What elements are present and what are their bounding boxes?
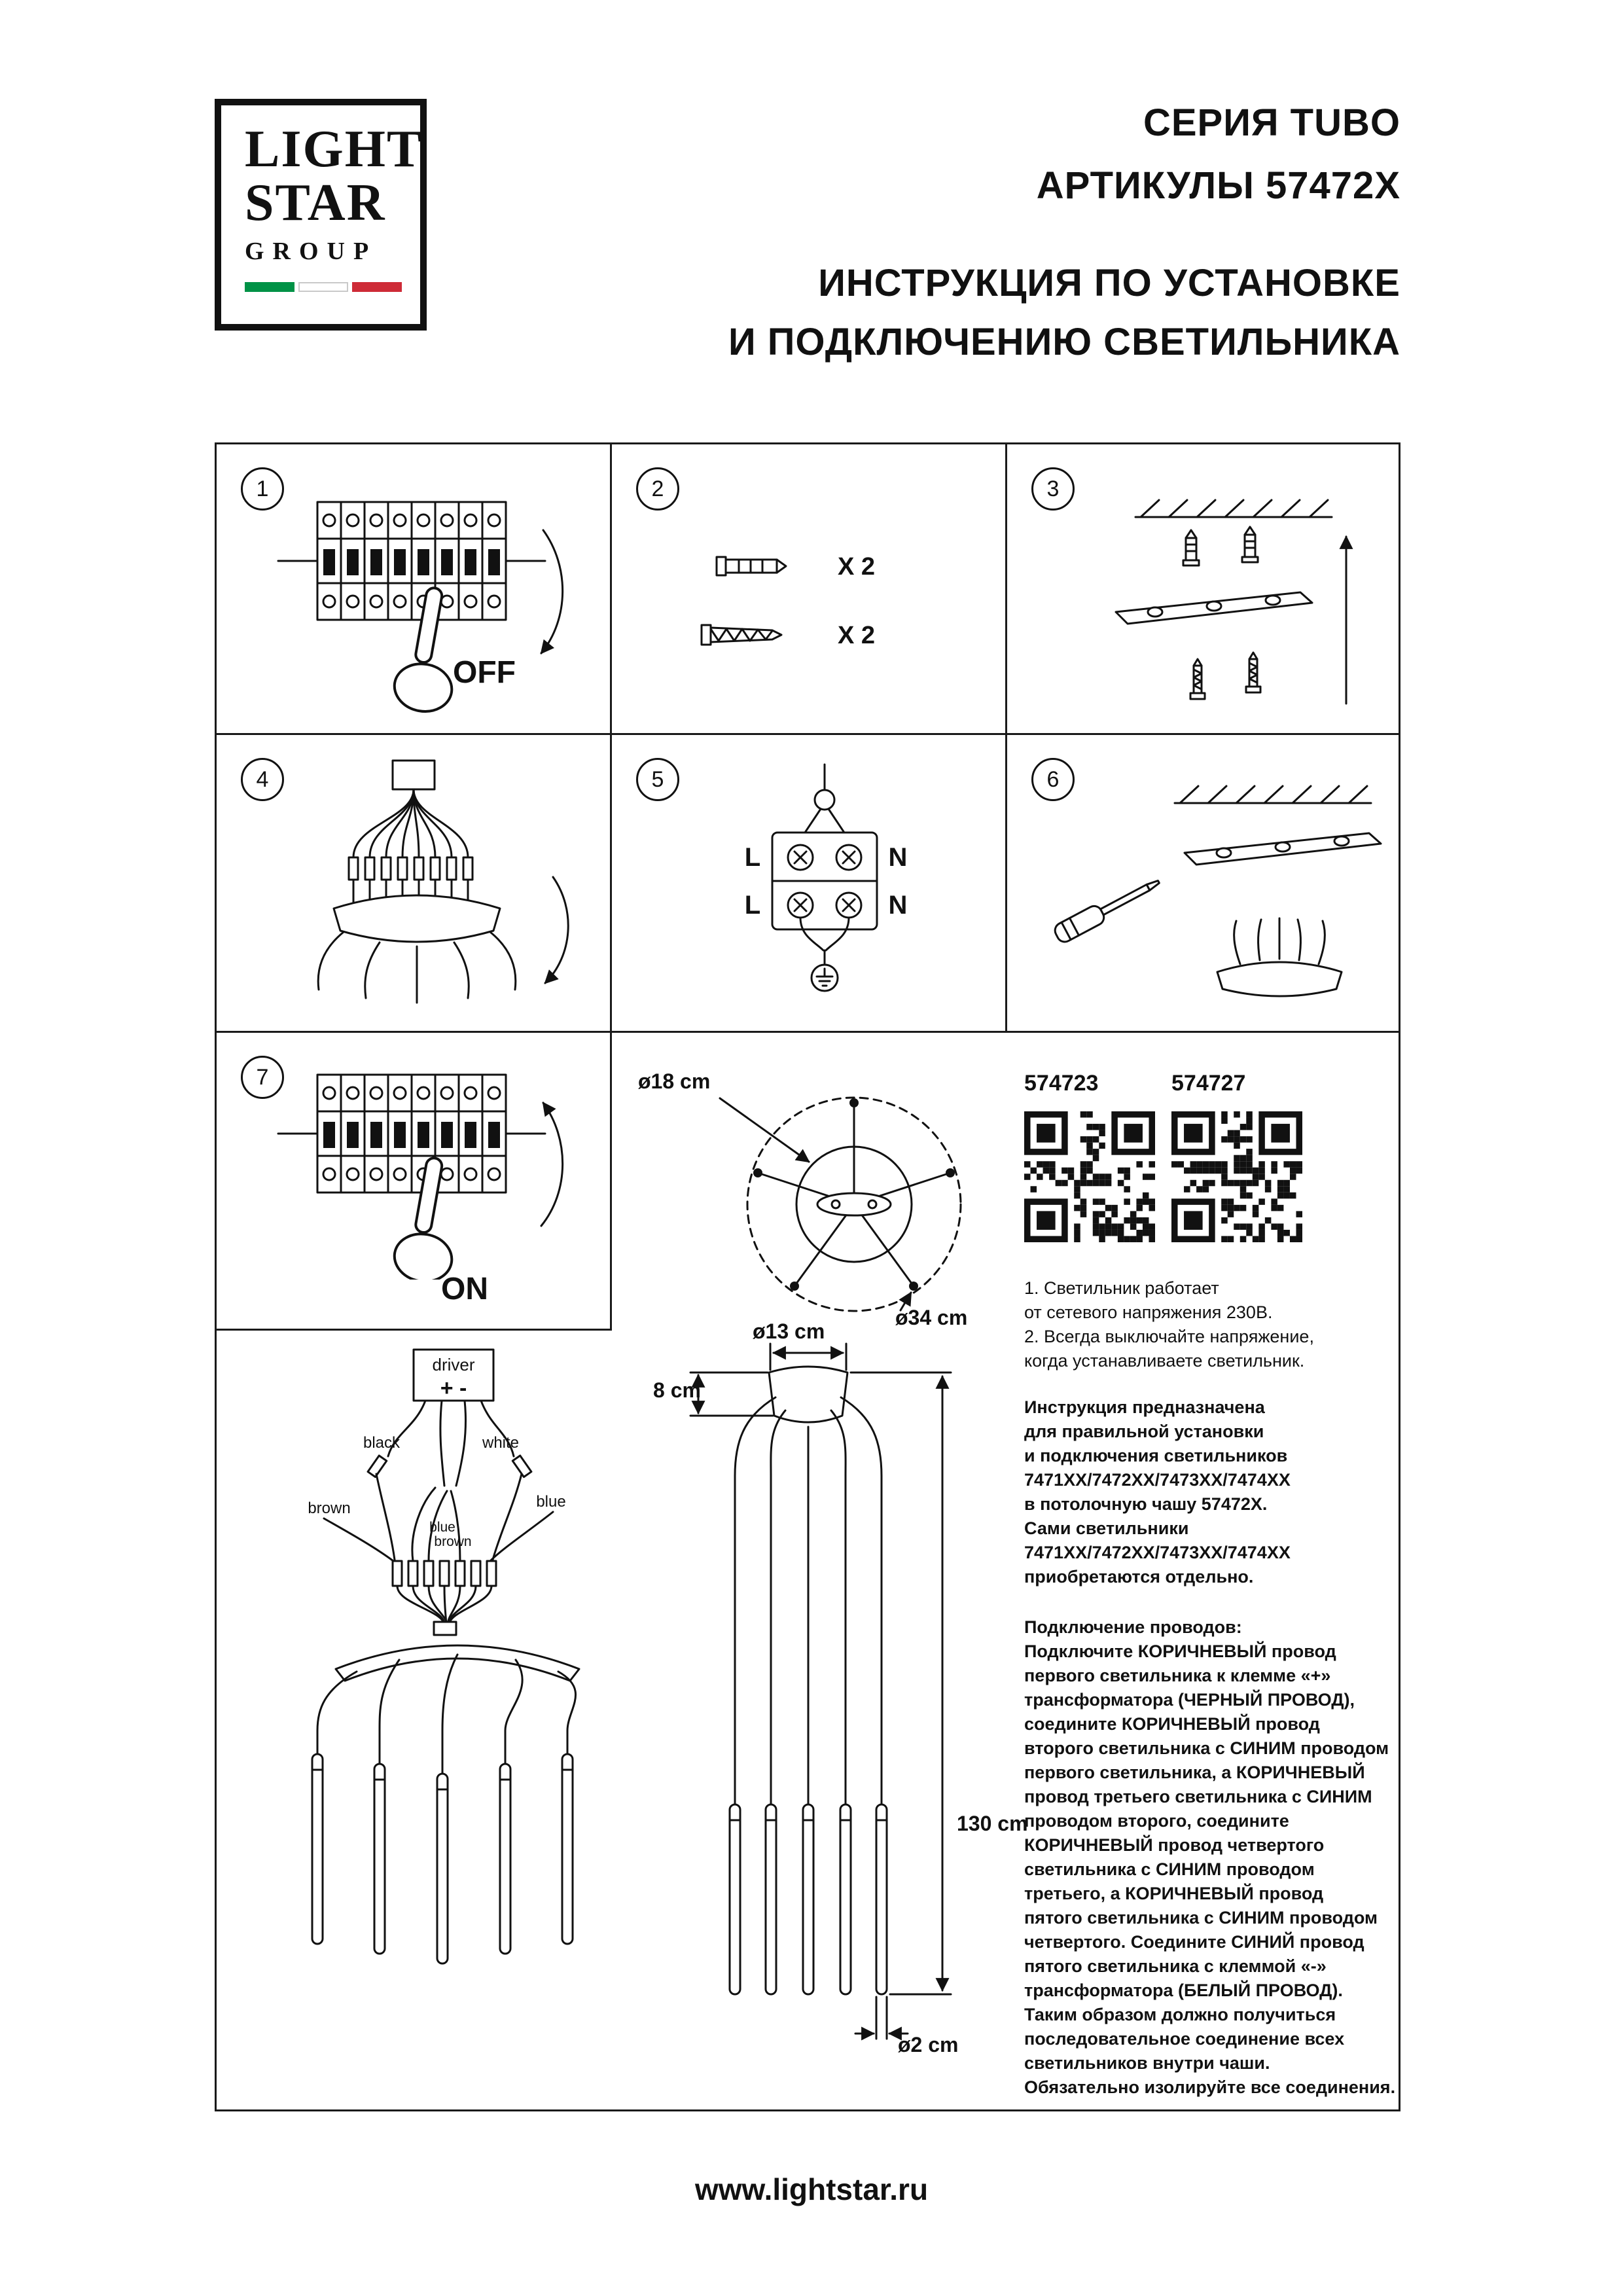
- terminal-l-top-label: L: [745, 843, 760, 872]
- brown-wire-label: brown: [308, 1499, 350, 1517]
- terminal-n-top-label: N: [889, 843, 908, 872]
- instruction-intro-text: Инструкция предназначена для правильной …: [1024, 1397, 1291, 1587]
- instruction-title-line2: И ПОДКЛЮЧЕНИЮ СВЕТИЛЬНИКА: [728, 321, 1400, 363]
- series-title: СЕРИЯ TUBO: [1143, 101, 1400, 144]
- instruction-title-line1: ИНСТРУКЦИЯ ПО УСТАНОВКЕ: [818, 262, 1400, 304]
- logo-word-group: GROUP: [245, 238, 378, 265]
- bracket-screwdriver-illustration: [1054, 785, 1382, 997]
- blue-wire-small-label: blue: [429, 1520, 455, 1535]
- circuit-breaker-off-illustration: [277, 501, 564, 713]
- wiring-diagram: driver + - b: [308, 1348, 580, 1965]
- fixings-illustration: X 2 X 2: [700, 553, 875, 649]
- step-4-number: 4: [241, 758, 284, 801]
- article-code-574723: 574723: [1024, 1071, 1099, 1096]
- screw-qty-label: X 2: [838, 622, 875, 649]
- dim-cup-diameter: ø13 cm: [753, 1319, 825, 1343]
- instruction-grid-frame: [215, 442, 1400, 2111]
- step-6-number: 6: [1031, 758, 1075, 801]
- website-url: www.lightstar.ru: [694, 2172, 929, 2206]
- terminal-n-bottom-label: N: [889, 891, 908, 920]
- wires-connection-illustration: [317, 759, 569, 1004]
- pendant-front-view-diagram: [689, 1342, 952, 2041]
- dim-cup-height: 8 cm: [653, 1378, 701, 1402]
- step-3-number: 3: [1031, 467, 1075, 511]
- logo-word-light: LIGHT: [245, 120, 423, 178]
- lightstar-logo: LIGHT STAR GROUP: [215, 99, 427, 331]
- dim-tube-diameter: ø2 cm: [898, 2033, 959, 2056]
- instruction-title: ИНСТРУКЦИЯ ПО УСТАНОВКЕ И ПОДКЛЮЧЕНИЮ СВ…: [720, 254, 1400, 372]
- articles-title: АРТИКУЛЫ 57472X: [1036, 164, 1400, 207]
- screwdriver-icon: [1054, 880, 1160, 943]
- black-wire-label: black: [363, 1434, 401, 1452]
- step-1-number: 1: [241, 467, 284, 511]
- header-series-block: СЕРИЯ TUBO АРТИКУЛЫ 57472X: [785, 92, 1400, 217]
- italian-flag-icon: [245, 282, 420, 292]
- ceiling-mount-illustration: [1115, 499, 1353, 705]
- circuit-breaker-on-illustration: [277, 1073, 564, 1280]
- article-code-574727: 574727: [1171, 1071, 1246, 1096]
- dim-spread-diameter: ø34 cm: [895, 1306, 968, 1329]
- power-notes-text: 1. Светильник работает от сетевого напря…: [1024, 1278, 1314, 1371]
- dowel-qty-label: X 2: [838, 553, 875, 581]
- grid-line-v2: [1005, 442, 1007, 1033]
- off-label: OFF: [453, 655, 516, 690]
- grid-line-h2: [215, 1031, 1400, 1033]
- brown-wire-small-label: brown: [434, 1534, 471, 1549]
- grid-line-v1: [610, 442, 612, 1331]
- screw-icon: [700, 624, 783, 646]
- logo-word-star: STAR: [245, 174, 386, 232]
- grid-line-h3: [215, 1329, 612, 1331]
- driver-polarity-label: + -: [440, 1376, 467, 1401]
- dim-drop-height: 130 cm: [957, 1812, 1028, 1835]
- step-5-number: 5: [636, 758, 679, 801]
- grid-line-h1: [215, 733, 1400, 735]
- on-label: ON: [441, 1272, 488, 1306]
- driver-label: driver: [432, 1355, 474, 1374]
- terminal-l-bottom-label: L: [745, 891, 760, 920]
- wiring-instruction-text: Подключение проводов: Подключите КОРИЧНЕ…: [1024, 1617, 1396, 2097]
- qr-code-574727: [1171, 1111, 1302, 1242]
- blue-wire-label: blue: [536, 1493, 565, 1511]
- terminal-block-illustration: L N L N: [745, 763, 908, 992]
- dim-canopy-diameter: ø18 cm: [638, 1069, 711, 1093]
- step-2-number: 2: [636, 467, 679, 511]
- qr-code-574723: [1024, 1111, 1155, 1242]
- canopy-top-view-diagram: [719, 1096, 962, 1312]
- step-7-number: 7: [241, 1056, 284, 1099]
- white-wire-label: white: [482, 1434, 519, 1452]
- wall-plug-icon: [715, 556, 787, 577]
- canopy-side-icon: [1216, 917, 1343, 997]
